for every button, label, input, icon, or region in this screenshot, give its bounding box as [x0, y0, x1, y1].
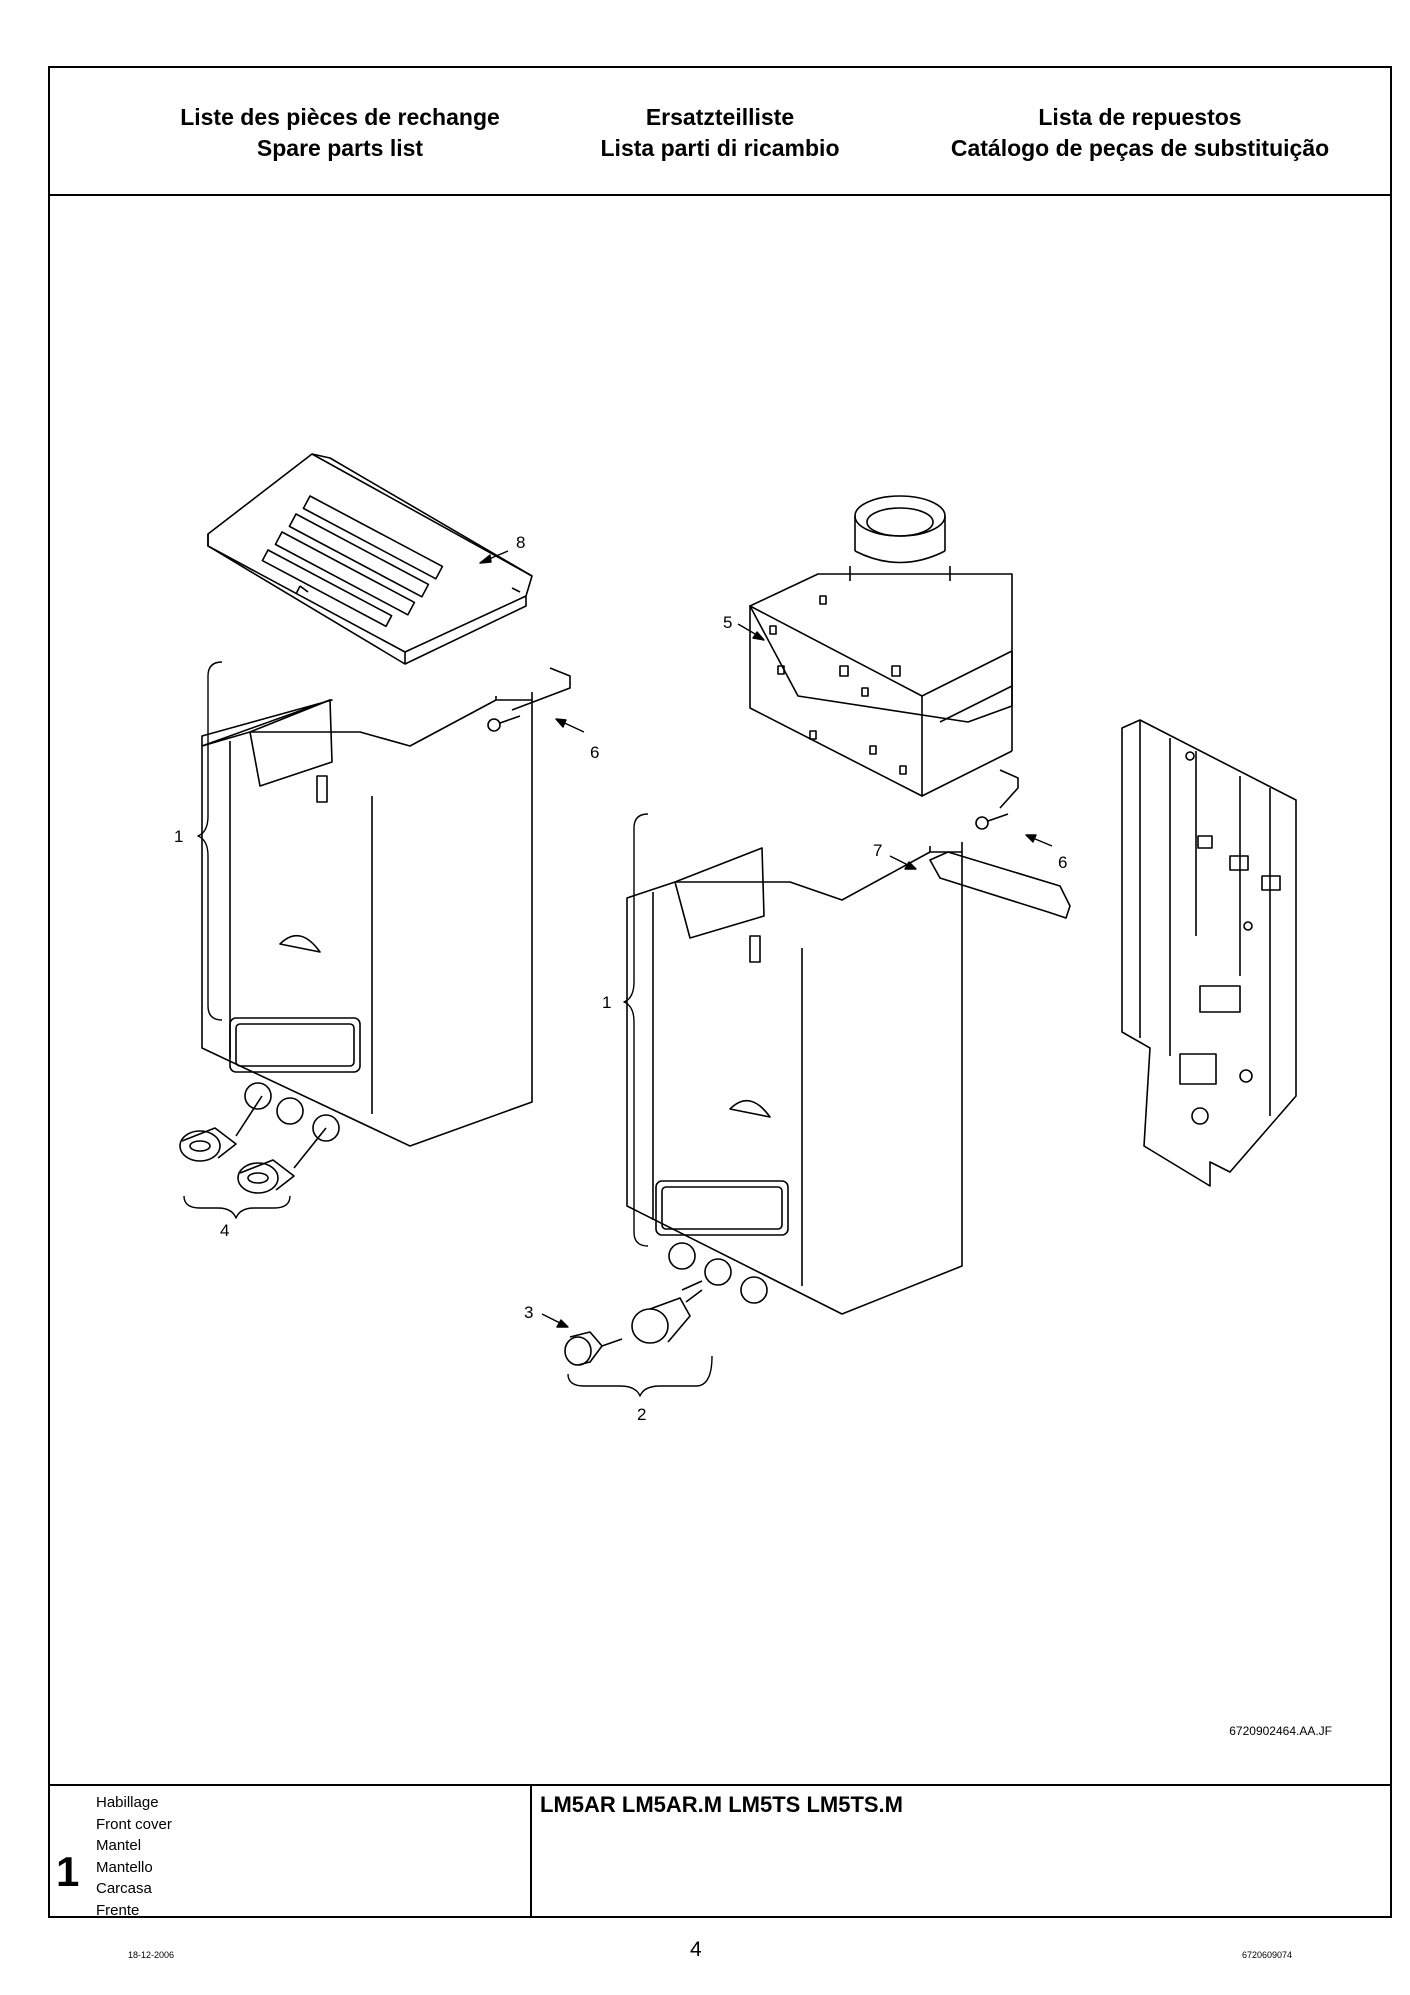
drawing-reference: 6720902464.AA.JF: [1229, 1724, 1332, 1738]
screw-top-part: [487, 667, 571, 732]
callout-6-top: 6: [590, 743, 599, 762]
knobs-left-part: [179, 1095, 327, 1194]
footer-divider: [530, 1786, 532, 1916]
title-es-pt: Lista de repuestos Catálogo de peças de …: [930, 102, 1350, 164]
knobs-right-part: [564, 1280, 703, 1366]
section-number: 1: [56, 1848, 80, 1895]
page-frame: Liste des pièces de rechange Spare parts…: [48, 66, 1392, 1919]
footer-block: 1 Habillage Front cover Mantel Mantello …: [50, 1784, 1390, 1919]
callout-6-bottom: 6: [1058, 853, 1067, 872]
title-header: Liste des pièces de rechange Spare parts…: [50, 68, 1390, 196]
exploded-drawing: 8 5 6 6 7 1 1 4 3 2: [50, 196, 1390, 1784]
callout-3: 3: [524, 1303, 533, 1322]
casing-right-part: [626, 842, 963, 1315]
mounting-rail-part: [929, 851, 1071, 919]
brace-knobs-4: [183, 1195, 291, 1219]
brace-knobs-2: [567, 1355, 713, 1397]
callout-1-left: 1: [174, 827, 183, 846]
callout-7: 7: [873, 841, 882, 860]
title-french: Liste des pièces de rechange: [180, 104, 500, 130]
callout-1-right: 1: [602, 993, 611, 1012]
casing-left-part: [201, 692, 533, 1147]
title-english: Spare parts list: [256, 135, 424, 161]
section-names: Habillage Front cover Mantel Mantello Ca…: [96, 1792, 172, 1921]
callout-8: 8: [516, 533, 525, 552]
leader-arrows: [479, 550, 1053, 1328]
callout-4: 4: [220, 1221, 229, 1240]
title-fr-en: Liste des pièces de rechange Spare parts…: [90, 102, 590, 164]
top-cover-part: [207, 453, 533, 665]
page-date: 18-12-2006: [128, 1950, 175, 1960]
callout-2: 2: [637, 1405, 646, 1424]
name-german: Mantel: [96, 1837, 142, 1854]
brace-right-1: [623, 813, 649, 1247]
page-number: 4: [690, 1938, 702, 1961]
screw-bottom-part: [975, 769, 1019, 830]
document-code: 6720609074: [1242, 1950, 1293, 1960]
back-frame-part: [1121, 719, 1297, 1187]
brace-left-1: [197, 661, 223, 1021]
callout-5: 5: [723, 613, 732, 632]
title-italian: Lista parti di ricambio: [600, 135, 840, 161]
title-german: Ersatzteilliste: [645, 104, 795, 130]
title-spanish: Lista de repuestos: [1038, 104, 1242, 130]
combustion-hood-part: [749, 495, 1013, 797]
name-spanish: Carcasa: [96, 1880, 152, 1897]
name-english: Front cover: [96, 1815, 172, 1833]
name-french: Habillage: [96, 1794, 159, 1811]
model-list: LM5AR LM5AR.M LM5TS LM5TS.M: [540, 1792, 903, 1817]
title-portuguese: Catálogo de peças de substituição: [950, 135, 1330, 161]
title-de-it: Ersatzteilliste Lista parti di ricambio: [520, 102, 920, 164]
name-portuguese: Frente: [96, 1901, 140, 1919]
name-italian: Mantello: [96, 1858, 153, 1876]
